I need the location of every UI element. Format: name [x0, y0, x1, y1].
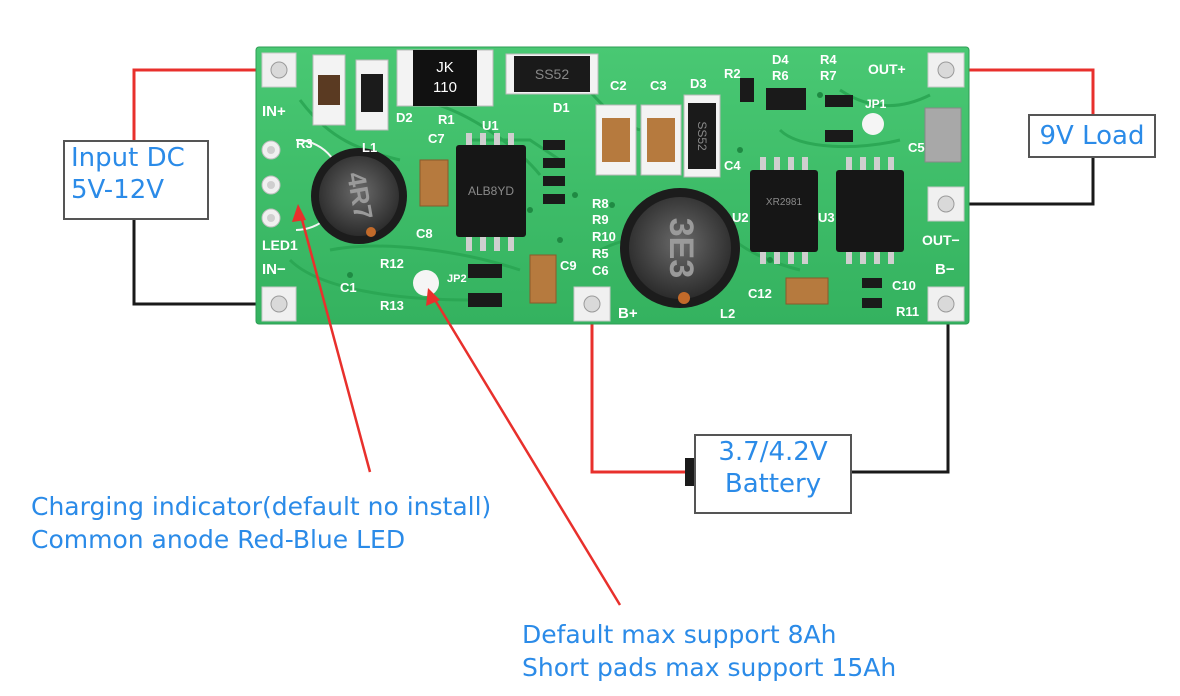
silk-in-plus: IN+	[262, 103, 286, 120]
silk-d4: D4	[772, 52, 789, 67]
led-note-line2: Common anode Red-Blue LED	[31, 525, 406, 554]
part-inductor2: 3E3	[662, 218, 700, 279]
part-ss52-top: SS52	[535, 66, 569, 82]
silk-c2: C2	[610, 78, 627, 93]
silk-c10: C10	[892, 278, 916, 293]
silk-r6: R6	[772, 68, 789, 83]
silk-u2: U2	[732, 210, 749, 225]
part-jk: JK	[436, 59, 454, 76]
led-pads	[261, 139, 342, 231]
wires	[132, 68, 1095, 474]
silk-r3: R3	[296, 136, 313, 151]
part-ic1: ALB8YD	[468, 184, 514, 198]
battery-terminal	[685, 458, 695, 486]
silk-c9: C9	[560, 258, 577, 273]
silk-r1: R1	[438, 112, 455, 127]
silk-c4: C4	[724, 158, 741, 173]
led-note-line1: Charging indicator(default no install)	[31, 492, 492, 521]
battery-label-line1: 3.7/4.2V	[718, 437, 828, 467]
silk-r2: R2	[724, 66, 741, 81]
silk-in-minus: IN−	[262, 261, 286, 278]
silk-jp2: JP2	[447, 273, 467, 285]
pcb-board: IN+ IN− LED1 OUT+ OUT− B+ B− R1 U1 D1 D2…	[255, 46, 970, 325]
silk-u3: U3	[818, 210, 835, 225]
silk-r11: R11	[896, 304, 919, 319]
annotation-arrows	[292, 204, 622, 606]
led-note: Charging indicator(default no install) C…	[31, 490, 491, 556]
battery-positive-wire	[590, 302, 690, 474]
silk-d3: D3	[690, 76, 707, 91]
silk-c12: C12	[748, 286, 772, 301]
silk-d2: D2	[396, 110, 413, 125]
input-label-box: Input DC 5V-12V	[63, 140, 209, 220]
silk-r13: R13	[380, 298, 404, 313]
load-label-box: 9V Load	[1028, 114, 1156, 158]
load-label: 9V Load	[1039, 121, 1145, 151]
silk-r8: R8	[592, 196, 609, 211]
components	[311, 49, 962, 308]
output-positive-wire	[950, 68, 1095, 115]
led-pointer-arrowhead	[292, 204, 306, 222]
pads-note-line2: Short pads max support 15Ah	[522, 653, 897, 682]
silk-r5: R5	[592, 246, 609, 261]
silk-r12: R12	[380, 256, 404, 271]
silk-d1: D1	[553, 100, 570, 115]
silk-u1: U1	[482, 118, 499, 133]
silk-b-plus: B+	[618, 305, 638, 322]
silk-b-minus: B−	[935, 261, 955, 278]
input-label-line1: Input DC	[71, 143, 185, 173]
battery-negative-wire	[851, 302, 950, 474]
pads-pointer-line	[430, 294, 622, 606]
silk-c3: C3	[650, 78, 667, 93]
silk-r7: R7	[820, 68, 837, 83]
input-label-line2: 5V-12V	[71, 175, 165, 205]
silk-out-plus: OUT+	[868, 61, 906, 77]
silk-out-minus: OUT−	[922, 232, 960, 248]
silk-r9: R9	[592, 212, 609, 227]
input-positive-wire	[132, 68, 273, 148]
silk-l1: L1	[362, 140, 377, 155]
silk-r10: R10	[592, 229, 616, 244]
output-negative-wire	[950, 155, 1095, 206]
battery-label-line2: Battery	[724, 469, 822, 499]
pads-note-line1: Default max support 8Ah	[522, 620, 837, 649]
battery-label-box: 3.7/4.2V Battery	[694, 434, 852, 514]
pads-note: Default max support 8Ah Short pads max s…	[522, 618, 896, 684]
part-ss52-side: SS52	[695, 121, 709, 151]
silk-c8: C8	[416, 226, 433, 241]
led-pointer-line	[298, 211, 372, 473]
solder-pads	[261, 52, 965, 322]
silk-jp1: JP1	[865, 97, 887, 111]
part-jk-code: 110	[433, 79, 457, 96]
silk-c7: C7	[428, 131, 445, 146]
silk-c5: C5	[908, 140, 925, 155]
silk-c1: C1	[340, 280, 357, 295]
pads-pointer-arrowhead	[426, 288, 440, 306]
silk-l2: L2	[720, 306, 735, 321]
silk-c6: C6	[592, 263, 609, 278]
silk-led1: LED1	[262, 237, 298, 253]
input-negative-wire	[132, 220, 273, 306]
silk-r4: R4	[820, 52, 837, 67]
part-ic2: XR2981	[766, 197, 803, 208]
